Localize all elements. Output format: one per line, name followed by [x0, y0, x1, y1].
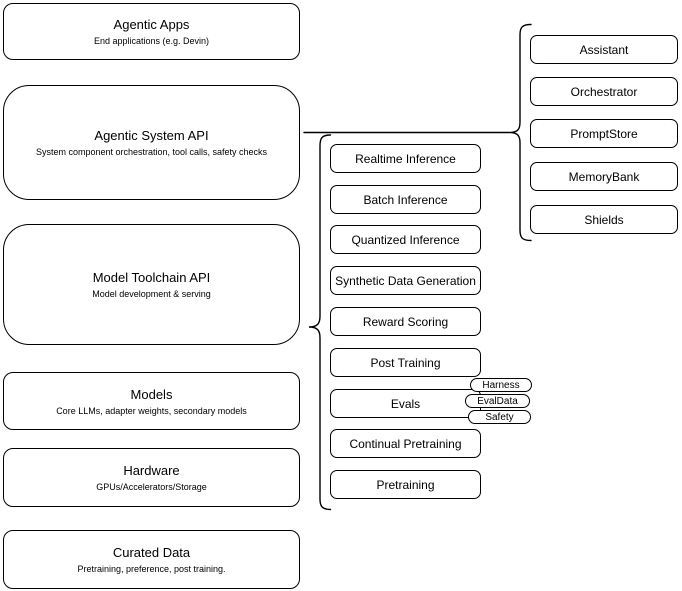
node-curated-data[interactable]: Curated Data Pretraining, preference, po… — [3, 530, 300, 589]
node-reward-scoring[interactable]: Reward Scoring — [330, 307, 481, 336]
node-label: Realtime Inference — [355, 151, 456, 166]
node-title: Model Toolchain API — [92, 270, 211, 285]
node-subtitle: System component orchestration, tool cal… — [35, 147, 268, 157]
node-batch-inference[interactable]: Batch Inference — [330, 185, 481, 214]
node-label: Shields — [584, 212, 624, 227]
node-label: Assistant — [579, 42, 629, 57]
node-models[interactable]: Models Core LLMs, adapter weights, secon… — [3, 372, 300, 430]
node-shields[interactable]: Shields — [530, 205, 678, 234]
node-label: MemoryBank — [568, 169, 640, 184]
node-realtime-inference[interactable]: Realtime Inference — [330, 144, 481, 173]
node-subtitle: Pretraining, preference, post training. — [77, 564, 226, 574]
node-title: Hardware — [123, 463, 180, 478]
node-post-training[interactable]: Post Training — [330, 348, 481, 377]
node-label: Orchestrator — [570, 84, 638, 99]
tag-safety[interactable]: Safety — [468, 410, 531, 424]
node-title: Models — [130, 386, 173, 402]
node-synthetic-data-generation[interactable]: Synthetic Data Generation — [330, 266, 481, 295]
tag-label: EvalData — [477, 395, 518, 407]
tag-label: Safety — [485, 411, 514, 423]
node-label: Continual Pretraining — [349, 436, 462, 451]
node-title: Curated Data — [112, 545, 191, 560]
node-orchestrator[interactable]: Orchestrator — [530, 77, 678, 106]
node-title: Agentic System API — [94, 128, 209, 143]
node-label: PromptStore — [570, 126, 638, 141]
node-agentic-apps[interactable]: Agentic Apps End applications (e.g. Devi… — [3, 3, 300, 60]
node-agentic-system-api[interactable]: Agentic System API System component orch… — [3, 85, 300, 200]
node-label: Evals — [390, 396, 421, 411]
node-label: Post Training — [370, 355, 441, 370]
node-promptstore[interactable]: PromptStore — [530, 119, 678, 148]
node-hardware[interactable]: Hardware GPUs/Accelerators/Storage — [3, 448, 300, 507]
node-subtitle: GPUs/Accelerators/Storage — [96, 482, 207, 492]
node-label: Reward Scoring — [362, 314, 449, 329]
node-pretraining[interactable]: Pretraining — [330, 470, 481, 499]
node-label: Synthetic Data Generation — [335, 273, 476, 288]
tag-evaldata[interactable]: EvalData — [465, 394, 530, 408]
tag-label: Harness — [482, 379, 520, 391]
node-continual-pretraining[interactable]: Continual Pretraining — [330, 429, 481, 458]
node-assistant[interactable]: Assistant — [530, 35, 678, 64]
node-evals[interactable]: Evals — [330, 389, 481, 418]
node-subtitle: End applications (e.g. Devin) — [93, 36, 210, 46]
node-model-toolchain-api[interactable]: Model Toolchain API Model development & … — [3, 224, 300, 345]
system-components-brace — [509, 23, 532, 242]
node-subtitle: Model development & serving — [92, 289, 211, 299]
node-label: Pretraining — [376, 477, 435, 492]
tag-harness[interactable]: Harness — [470, 378, 532, 392]
node-memorybank[interactable]: MemoryBank — [530, 162, 678, 191]
node-label: Batch Inference — [363, 192, 448, 207]
node-subtitle: Core LLMs, adapter weights, secondary mo… — [56, 405, 247, 416]
toolchain-components-brace — [308, 134, 332, 511]
node-label: Quantized Inference — [351, 232, 460, 247]
node-title: Agentic Apps — [113, 17, 190, 32]
node-quantized-inference[interactable]: Quantized Inference — [330, 225, 481, 254]
